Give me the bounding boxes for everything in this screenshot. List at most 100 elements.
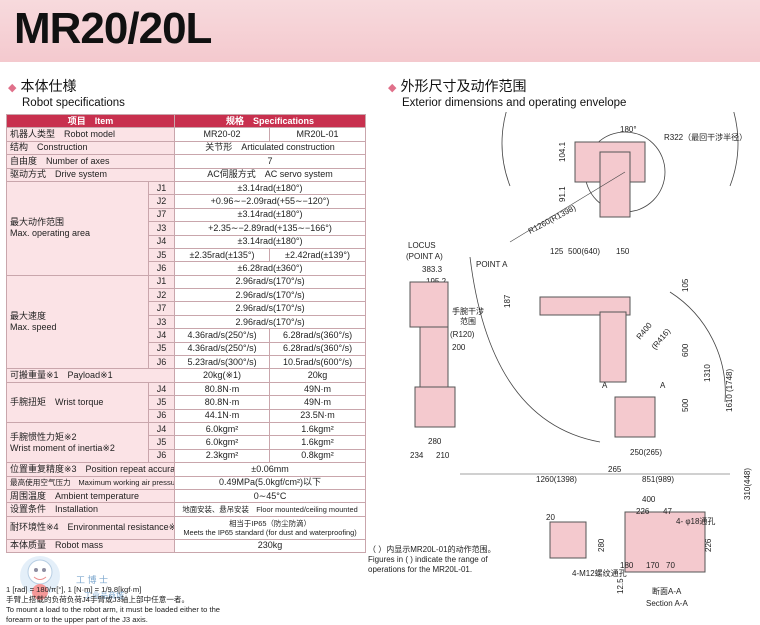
- svg-text:125: 125: [550, 247, 564, 256]
- diamond-icon: ◆: [388, 82, 397, 94]
- table-row: 结构 Construction 关节形 Articulated construc…: [5, 140, 367, 156]
- table-row: 机器人类型 Robot model MR20-02 MR20L-01: [5, 127, 367, 142]
- svg-text:280: 280: [428, 437, 442, 446]
- svg-text:150: 150: [616, 247, 630, 256]
- svg-text:(POINT A): (POINT A): [406, 252, 443, 261]
- table-row: J6±6.28rad(±360°): [7, 261, 367, 276]
- specs-title-en: Robot specifications: [22, 97, 125, 109]
- svg-text:4- φ18通孔: 4- φ18通孔: [676, 516, 715, 526]
- svg-text:4-M12螺纹通孔: 4-M12螺纹通孔: [572, 568, 627, 578]
- svg-text:600: 600: [681, 343, 690, 357]
- operating-envelope-drawing: 180° R322（最回干涉半径） 104.1 91.1 R1260(R1398…: [406, 112, 752, 608]
- svg-text:280: 280: [597, 538, 606, 552]
- svg-text:47: 47: [663, 507, 672, 516]
- header-spec: 规格 Specifications: [174, 113, 367, 129]
- table-row: 可搬重量※1 Payload※1 20kg(※1)20kg: [5, 368, 367, 383]
- svg-text:手腕干涉: 手腕干涉: [452, 306, 484, 316]
- svg-text:180°: 180°: [620, 125, 637, 134]
- svg-text:851(989): 851(989): [642, 475, 674, 484]
- torque-label: 手腕扭矩 Wrist torque: [6, 381, 149, 423]
- exterior-heading: ◆外形尺寸及动作范围 Exterior dimensions and opera…: [388, 76, 626, 109]
- svg-text:234: 234: [410, 451, 424, 460]
- svg-text:200: 200: [452, 343, 466, 352]
- svg-text:310(448): 310(448): [743, 468, 752, 500]
- table-row: 耐环境性※4 Environmental resistance※4 相当于IP6…: [5, 515, 367, 540]
- svg-text:400: 400: [642, 495, 656, 504]
- table-row: 自由度 Number of axes 7: [5, 154, 367, 169]
- svg-text:断面A-A: 断面A-A: [652, 586, 682, 596]
- exterior-title-cn: 外形尺寸及动作范围: [400, 78, 527, 94]
- specs-title-cn: 本体仕様: [20, 78, 77, 94]
- table-row: J2+0.96∼−2.09rad(+55∼−120°): [7, 194, 367, 209]
- svg-text:A: A: [660, 381, 666, 390]
- svg-text:70: 70: [666, 561, 675, 570]
- table-row: J4±3.14rad(±180°): [7, 234, 367, 249]
- watermark-text: 工 博 士: [76, 575, 109, 585]
- svg-text:Section A-A: Section A-A: [646, 599, 688, 608]
- mascot-watermark: [20, 556, 60, 600]
- svg-text:R1260(R1398): R1260(R1398): [527, 203, 578, 236]
- exterior-title-en: Exterior dimensions and operating envelo…: [402, 97, 627, 109]
- section-a-a: 400 226 47 4- φ18通孔 20 4-M12螺纹通孔 180 170…: [546, 495, 715, 608]
- footnotes: 1 [rad] = 180/π[°], 1 [N·m] = 1/9.8[kgf·…: [6, 585, 221, 624]
- svg-text:105: 105: [681, 278, 690, 292]
- svg-text:383.3: 383.3: [422, 265, 443, 274]
- watermark-text-2: 工业品商城: [84, 591, 124, 600]
- svg-text:A: A: [602, 381, 608, 390]
- top-view: 180° R322（最回干涉半径） 104.1 91.1 R1260(R1398…: [501, 112, 747, 243]
- diamond-icon: ◆: [8, 82, 17, 94]
- svg-text:1310: 1310: [703, 364, 712, 382]
- svg-text:12.5: 12.5: [616, 578, 625, 594]
- svg-text:R322（最回干涉半径）: R322（最回干涉半径）: [664, 132, 747, 142]
- svg-text:500(640): 500(640): [568, 247, 600, 256]
- svg-text:范围: 范围: [460, 316, 476, 326]
- svg-text:500: 500: [681, 398, 690, 412]
- svg-text:250(265): 250(265): [630, 448, 662, 457]
- svg-text:265: 265: [608, 465, 622, 474]
- spec-table: 项目 Item 规格 Specifications 机器人类型 Robot mo…: [5, 113, 367, 554]
- table-row: J3+2.35∼−2.89rad(+135∼−166°): [7, 221, 367, 236]
- svg-text:104.1: 104.1: [558, 141, 567, 162]
- svg-text:1610 (1748): 1610 (1748): [725, 369, 734, 412]
- svg-text:1260(1398): 1260(1398): [536, 475, 577, 484]
- side-view: LOCUS (POINT A) POINT A 383.3 195.2 125 …: [406, 241, 752, 500]
- table-row: J5±2.35rad(±135°)±2.42rad(±139°): [7, 247, 367, 263]
- table-row: 位置重复精度※3 Position repeat accuracy※3±0.06…: [5, 462, 367, 477]
- svg-text:POINT A: POINT A: [476, 260, 508, 269]
- drawing-caption: （ ）内显示MR20L-01的动作范围。 Figures in ( ) indi…: [368, 545, 496, 574]
- svg-text:20: 20: [546, 513, 555, 522]
- svg-text:187: 187: [503, 294, 512, 308]
- svg-text:LOCUS: LOCUS: [408, 241, 436, 250]
- svg-text:210: 210: [436, 451, 450, 460]
- env-value: 相当于IP65（防尘防滴）Meets the IP65 standard (fo…: [174, 515, 367, 540]
- robot-specs-heading: ◆本体仕様 Robot specifications: [8, 76, 125, 109]
- svg-text:91.1: 91.1: [558, 186, 567, 202]
- title-banner: MR20/20L: [0, 0, 760, 62]
- svg-text:(R120): (R120): [450, 330, 475, 339]
- table-header: 项目 Item 规格 Specifications: [5, 113, 367, 129]
- svg-text:R400: R400: [635, 320, 655, 341]
- header-item: 项目 Item: [5, 113, 176, 129]
- svg-text:170: 170: [646, 561, 660, 570]
- svg-text:226: 226: [636, 507, 650, 516]
- svg-text:180: 180: [620, 561, 634, 570]
- svg-text:226: 226: [704, 538, 713, 552]
- svg-text:(R416): (R416): [650, 327, 673, 352]
- table-row: 驱动方式 Drive system AC伺服方式 AC servo system: [5, 167, 367, 182]
- page-title: MR20/20L: [14, 4, 212, 53]
